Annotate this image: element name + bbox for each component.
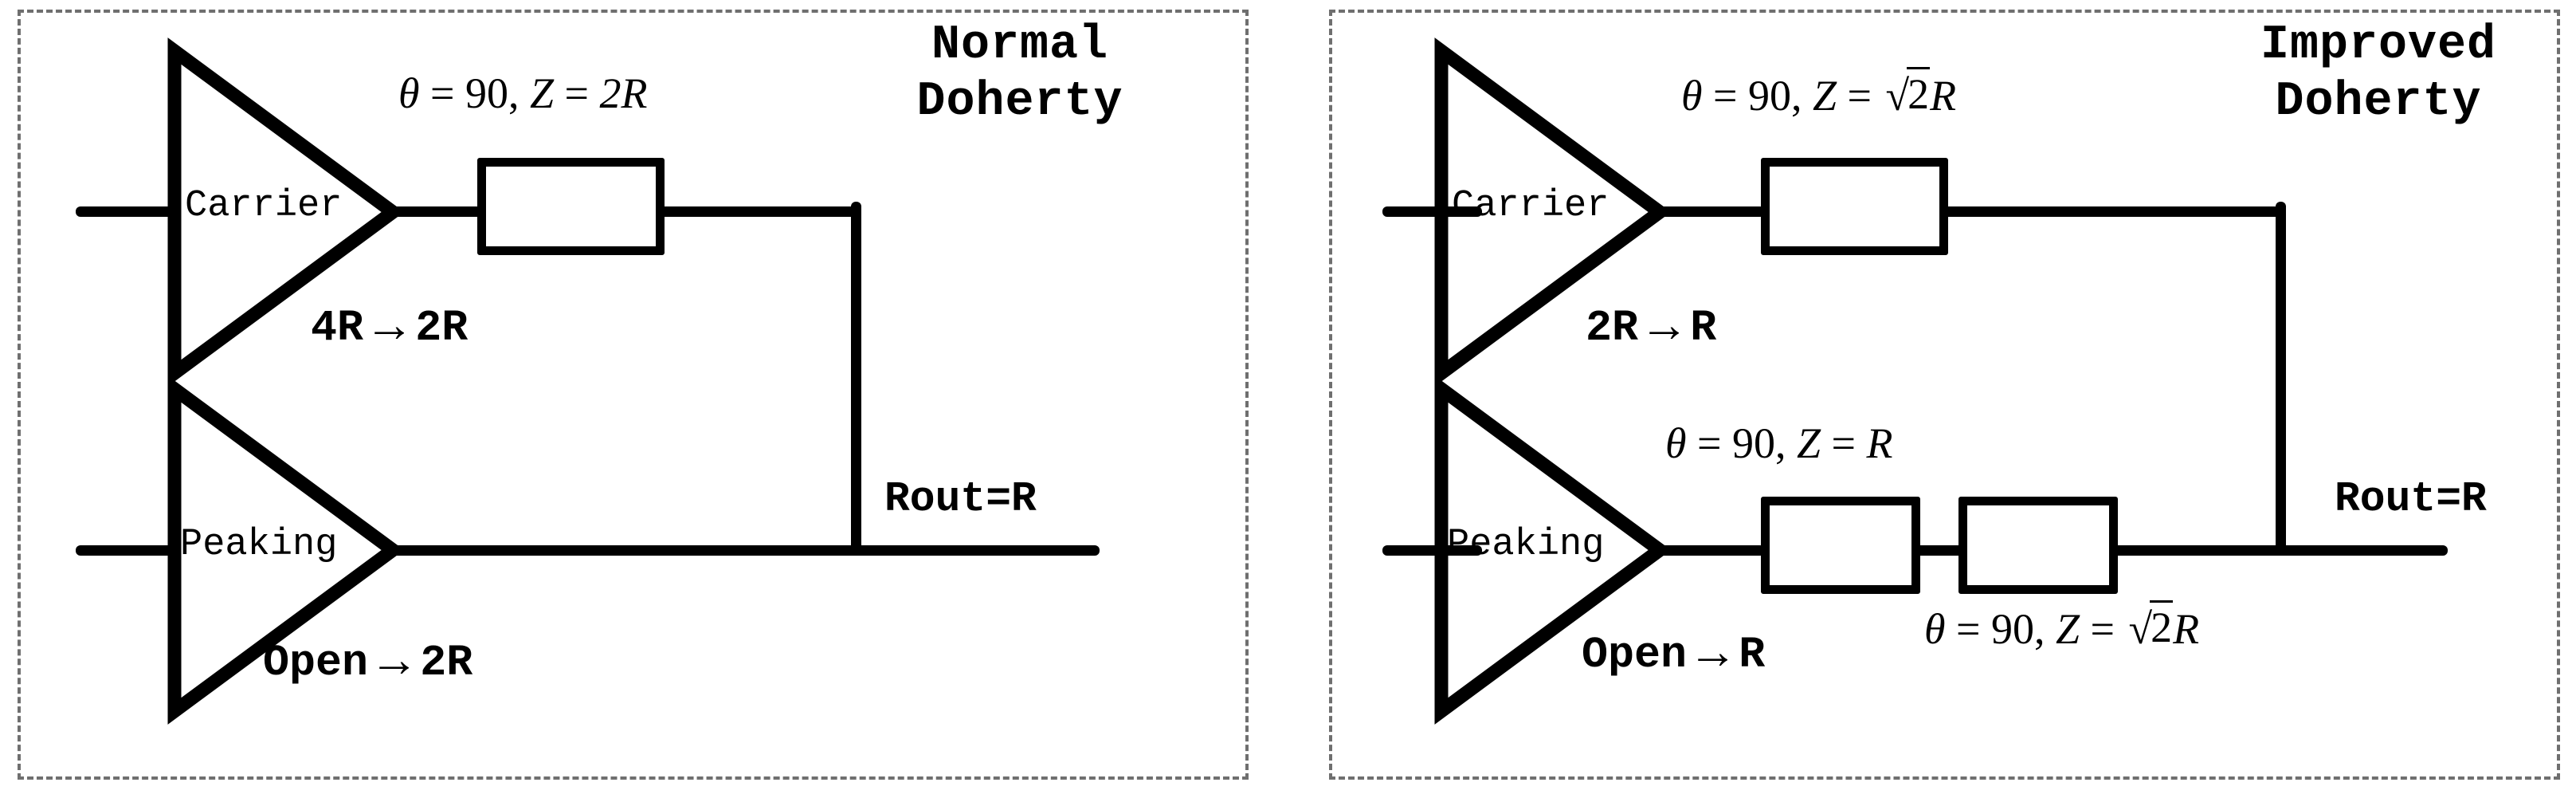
conversion-to: R (1690, 303, 1717, 353)
carrier-transmission-line-right (1761, 158, 1948, 255)
sqrt-icon: √ (2128, 605, 2153, 653)
conversion-from: 4R (311, 303, 364, 353)
conversion-to: 2R (415, 303, 469, 353)
theta-value: 90 (1732, 419, 1775, 467)
theta-symbol: θ (1665, 419, 1687, 467)
theta-symbol: θ (1924, 605, 1946, 653)
comma-symbol: , (2034, 605, 2045, 653)
panel-normal-doherty (18, 10, 1249, 780)
output-impedance-label-left: Rout=R (884, 475, 1037, 523)
impedance-value: R (1866, 419, 1893, 467)
equals-symbol-2: = (2090, 605, 2115, 653)
output-impedance-label-right: Rout=R (2335, 475, 2487, 523)
equals-symbol-2: = (1847, 72, 1872, 120)
impedance-symbol: Z (1813, 72, 1837, 120)
carrier-output-wire-right (1653, 206, 1765, 217)
impedance-symbol: Z (2056, 605, 2080, 653)
impedance-value: 2R (599, 69, 648, 117)
impedance-unit: R (2173, 605, 2200, 653)
carrier-to-junction-wire-left (660, 206, 861, 217)
sqrt-radicand: 2 (1907, 67, 1931, 119)
sqrt-expression: √2R (2126, 600, 2200, 654)
equals-symbol-2: = (1831, 419, 1857, 467)
arrow-right-icon: → (1649, 299, 1680, 356)
peaking-amplifier-label-right: Peaking (1447, 524, 1605, 566)
carrier-output-wire-left (386, 206, 482, 217)
equals-symbol: = (1697, 419, 1722, 467)
equals-symbol-2: = (564, 69, 590, 117)
theta-symbol: θ (1681, 72, 1703, 120)
carrier-line-formula-left: θ = 90, Z = 2R (398, 69, 648, 118)
carrier-input-wire-left (76, 206, 175, 217)
conversion-from: Open (1582, 630, 1688, 680)
carrier-line-formula-right: θ = 90, Z = √2R (1681, 67, 1957, 120)
arrow-right-icon: → (1698, 626, 1728, 683)
peaking-impedance-conversion-right: Open → R (1582, 630, 1765, 680)
comma-symbol: , (508, 69, 520, 117)
comma-symbol: , (1775, 419, 1786, 467)
comma-symbol: , (1791, 72, 1802, 120)
peaking-input-wire-left (76, 545, 175, 556)
carrier-amplifier-label-right: Carrier (1452, 185, 1610, 227)
equals-symbol: = (430, 69, 455, 117)
impedance-symbol: Z (1797, 419, 1821, 467)
panel-title-normal: Normal Doherty (916, 18, 1123, 129)
panel-title-improved: Improved Doherty (2260, 18, 2497, 129)
sqrt-icon: √ (1885, 72, 1910, 120)
peaking-inter-line-wire-right (1915, 545, 1963, 556)
impedance-unit: R (1930, 72, 1957, 120)
equals-symbol: = (1956, 605, 1981, 653)
conversion-to: 2R (420, 638, 473, 688)
panel-improved-doherty (1329, 10, 2560, 780)
impedance-symbol: Z (530, 69, 555, 117)
peaking-input-wire-right (1382, 545, 1482, 556)
peaking-amplifier-label-left: Peaking (180, 524, 338, 566)
equals-symbol: = (1713, 72, 1738, 120)
carrier-input-wire-right (1382, 206, 1482, 217)
peaking-output-to-junction-wire-right (2113, 545, 2448, 556)
peaking-impedance-conversion-left: Open → 2R (263, 638, 472, 688)
peaking-line1-formula-right: θ = 90, Z = R (1665, 419, 1893, 468)
sqrt-expression: √2R (1883, 67, 1957, 120)
peaking-transmission-line-1-right (1761, 497, 1920, 594)
carrier-transmission-line-left (477, 158, 665, 255)
theta-value: 90 (1748, 72, 1791, 120)
carrier-impedance-conversion-left: 4R → 2R (311, 303, 468, 353)
theta-symbol: θ (398, 69, 420, 117)
peaking-transmission-line-2-right (1958, 497, 2118, 594)
conversion-from: Open (263, 638, 369, 688)
junction-vertical-wire-right (2276, 202, 2286, 552)
theta-value: 90 (1991, 605, 2034, 653)
carrier-to-junction-wire-right (1943, 206, 2286, 217)
conversion-to: R (1739, 630, 1766, 680)
peaking-output-wire-right (1653, 545, 1765, 556)
carrier-amplifier-label-left: Carrier (185, 185, 343, 227)
peaking-output-wire-left (386, 545, 1100, 556)
arrow-right-icon: → (379, 634, 410, 691)
peaking-line2-formula-right: θ = 90, Z = √2R (1924, 600, 2200, 654)
arrow-right-icon: → (374, 299, 405, 356)
junction-vertical-wire-left (851, 202, 861, 552)
theta-value: 90 (465, 69, 508, 117)
carrier-impedance-conversion-right: 2R → R (1586, 303, 1716, 353)
sqrt-radicand: 2 (2150, 600, 2174, 652)
conversion-from: 2R (1586, 303, 1639, 353)
